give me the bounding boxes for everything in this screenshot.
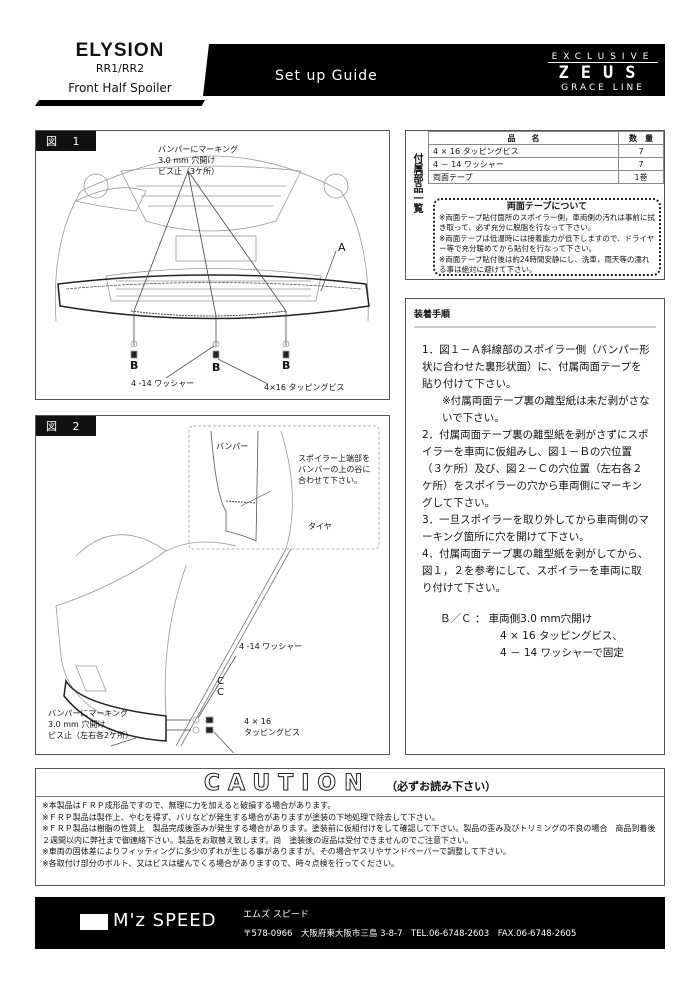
alignment-note: スポイラー上端部をバンパーの上の谷に合わせて下さい。 — [298, 454, 371, 485]
tape-notice: 両面テープについて ※両面テープ貼付箇所のスポイラー側，車両側の汚れは事前に拭き… — [433, 198, 661, 276]
footer: M'z SPEED エムズ スピード 〒578-0966 大阪府東大阪市三島 3… — [35, 897, 665, 949]
label-a: A — [338, 241, 346, 254]
model-name: ELYSION — [75, 40, 165, 61]
model-code: RR1/RR2 — [95, 62, 145, 75]
title-underline — [35, 100, 205, 106]
fixing-note: Ｂ／Ｃ ： 車両側3.0 mm穴開け — [440, 613, 593, 625]
step-3: 3．一旦スポイラーを取り外してから車両側のマーキング箇所に穴を開けて下さい。 — [422, 514, 649, 543]
caution-box: CAUTION （必ずお読み下さい） ※本製品はＦＲＰ成形品ですので、無理に力を… — [35, 768, 665, 886]
brand-logo-block — [80, 914, 108, 930]
parts-list-label: 付属部品一覧 — [411, 153, 422, 213]
label-b-left: B — [130, 359, 139, 372]
logo-mid: ZEUS — [558, 63, 648, 83]
caution-line: ※ＦＲＰ製品は樹脂の性質上 製品完成後歪みが発生する場合があります。塗装前に仮組… — [42, 824, 656, 845]
fixing-note: 4 － 14 ワッシャーで固定 — [500, 647, 624, 659]
tape-note: ※両面テープ貼付後は約24時間安静にし、洗車，雨天等の濡れる事は絶対に避けて下さ… — [439, 254, 650, 275]
figure-2-tag: 図 2 — [36, 416, 96, 436]
caution-line: ※各取付け部分のボルト、又はビスは緩んでくる場合がありますので、時々点検を行って… — [42, 858, 400, 868]
washer-label: 4 -14 ワッシャー — [239, 642, 303, 651]
step-2: 2．付属両面テープ裏の離型紙を剥がさずにスポイラーを車両に仮組みし、図１－Ｂの穴… — [422, 429, 649, 509]
tape-notice-title: 両面テープについて — [506, 202, 588, 212]
washer-label: 4 -14 ワッシャー — [131, 379, 195, 388]
bumper-label: バンパー — [216, 442, 249, 451]
col-qty: 数 量 — [618, 131, 664, 145]
tape-note: ※両面テープ貼付箇所のスポイラー側，車両側の汚れは事前に拭き取って、必ず充分に脱… — [439, 212, 655, 233]
step-1-note: ※付属両面テープ裏の離型紙は未だ剥がさないで下さい。 — [442, 395, 650, 424]
screw-label: 4×16 タッピングビス — [264, 383, 345, 392]
brand-name: M'z SPEED — [113, 910, 217, 931]
guide-title: Set up Guide — [275, 68, 378, 84]
car-front-drawing — [54, 155, 370, 385]
tire-label: タイヤ — [308, 522, 332, 531]
brand-kana: エムズ スピード — [243, 910, 309, 920]
step-1: 1．図１－Ａ斜線部のスポイラー側（バンパー形状に合わせた裏形状面）に、付属両面テ… — [422, 344, 650, 390]
product-name: Front Half Spoiler — [68, 81, 172, 95]
procedure-title: 装着手順 — [414, 310, 451, 320]
figure-1-tag: 図 1 — [36, 131, 96, 151]
tape-note: ※両面テープは低温時には接着能力が低下しますので、ドライヤー等で充分暖めてから貼… — [439, 233, 655, 254]
company-address: 〒578-0966 大阪府東大阪市三島 3-8-7 TEL.06-6748-26… — [243, 929, 577, 939]
header-banner — [203, 44, 665, 96]
car-corner-drawing — [55, 425, 380, 753]
installation-procedure: 装着手順 1．図１－Ａ斜線部のスポイラー側（バンパー形状に合わせた裏形状面）に、… — [405, 298, 665, 755]
step-4: 4．付属両面テープ裏の離型紙を剥がしてから、図１，２を参考にして、スポイラーを車… — [422, 548, 649, 594]
zeus-logo: EXCLUSIVE ZEUS GRACE LINE — [548, 52, 658, 93]
figure-2: 図 2 バンパー スポイラー上端部をバンパーの上の谷に合わせて下さい。 タイヤ … — [35, 415, 390, 755]
logo-bottom: GRACE LINE — [561, 83, 645, 93]
fixing-note: 4 × 16 タッピングビス、 — [500, 630, 623, 642]
caution-line: ※本製品はＦＲＰ成形品ですので、無理に力を加えると破損する場合があります。 — [42, 801, 336, 810]
caution-title: CAUTION （必ずお読み下さい） — [203, 771, 497, 797]
label-b-center: B — [212, 361, 221, 374]
caution-line: ※車両の固体差によりフィッティングに多少のずれが生じる事がありますが、その場合ヤ… — [42, 847, 511, 856]
col-name: 品 名 — [428, 131, 619, 145]
product-title-block: ELYSION RR1/RR2 Front Half Spoiler — [40, 40, 200, 95]
caution-line: ※ＦＲＰ製品は製作上、やむを得ず、バリなどが発生する場合がありますが塗装の下地処… — [42, 812, 440, 822]
label-b-right: B — [282, 359, 291, 372]
logo-top: EXCLUSIVE — [548, 52, 658, 63]
